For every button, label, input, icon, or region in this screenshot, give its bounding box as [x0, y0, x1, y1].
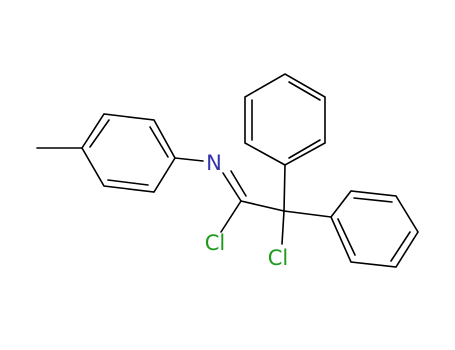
alkyl-cl-bond	[281, 210, 285, 245]
phenyl2-bond	[283, 210, 332, 218]
chlorine-imidoyl-label: Cl	[205, 231, 226, 255]
phenyl-ring-upper	[244, 73, 326, 166]
imine-double-bond	[222, 170, 247, 202]
nitrogen-atom-label: N	[206, 151, 222, 175]
phenyl-ring-right	[330, 190, 419, 268]
imidoyl-cl-bond	[220, 200, 242, 233]
aryl-n-bond	[174, 157, 204, 162]
tolyl-ring	[81, 113, 176, 193]
c-c-bond	[240, 200, 285, 212]
phenyl1-bond	[283, 164, 286, 212]
chlorine-alkyl-label: Cl	[268, 246, 289, 270]
